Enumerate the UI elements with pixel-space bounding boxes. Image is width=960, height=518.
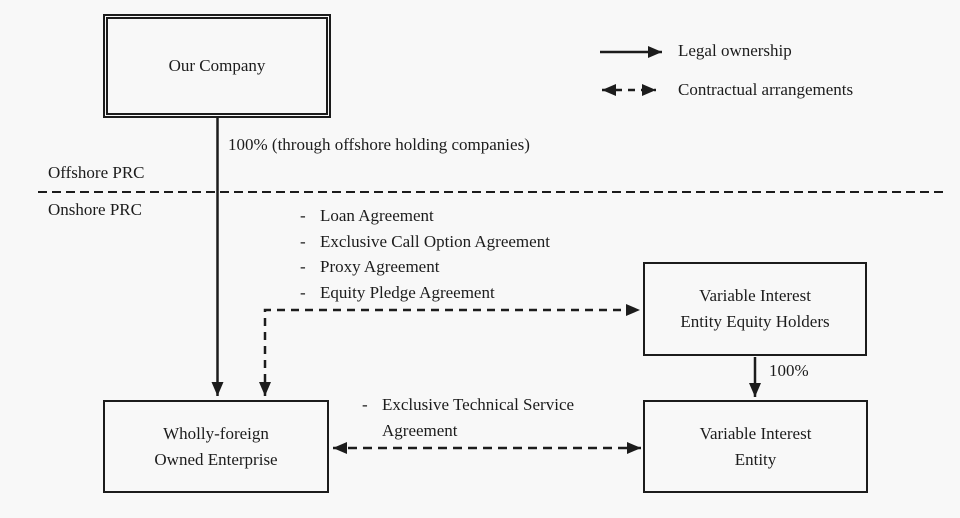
offshore-prc-label: Offshore PRC xyxy=(48,163,145,182)
offshore-ownership-percentage-label: 100% (through offshore holding companies… xyxy=(228,135,530,154)
legend-contractual-arrangements-label: Contractual arrangements xyxy=(678,80,854,99)
vie-ownership-percentage-label: 100% xyxy=(769,361,809,380)
agreement-item: - Exclusive Call Option Agreement xyxy=(300,229,550,255)
agreement-item-label: Exclusive Call Option Agreement xyxy=(320,231,550,251)
bullet-dash: - xyxy=(300,282,306,302)
agreement-item-label: Equity Pledge Agreement xyxy=(320,282,495,302)
legend-legal-ownership-label: Legal ownership xyxy=(678,41,792,60)
agreement-item-label: Loan Agreement xyxy=(320,206,434,225)
agreement-item: - Proxy Agreement xyxy=(300,254,550,280)
node-vie-equity-holders-label: Variable Interest Entity Equity Holders xyxy=(680,286,830,331)
bullet-dash: - xyxy=(362,395,368,414)
agreement-item: - Loan Agreement xyxy=(300,203,550,229)
node-vie-equity-holders: Variable Interest Entity Equity Holders xyxy=(643,262,867,356)
node-our-company: Our Company xyxy=(103,14,331,118)
node-wfoe: Wholly-foreign Owned Enterprise xyxy=(103,400,329,493)
agreement-item-label: Proxy Agreement xyxy=(320,257,440,276)
node-vie-label: Variable Interest Entity xyxy=(699,423,812,469)
bullet-dash: - xyxy=(300,206,306,225)
bullet-dash: - xyxy=(300,231,306,251)
contractual-arrangements-connector-wfoe-vieeh xyxy=(259,304,640,396)
bullet-dash: - xyxy=(300,257,306,276)
contractual-agreements-list: - Loan Agreement - Exclusive Call Option… xyxy=(300,203,550,305)
service-agreement-item: - Exclusive Technical Service Agreement xyxy=(362,392,574,444)
node-vie: Variable Interest Entity xyxy=(643,400,868,493)
node-our-company-label: Our Company xyxy=(168,56,266,75)
service-agreement-label-group: - Exclusive Technical Service Agreement xyxy=(362,392,574,444)
onshore-prc-label: Onshore PRC xyxy=(48,200,142,219)
node-our-company-inner-border: Our Company xyxy=(106,17,328,115)
agreement-item: - Equity Pledge Agreement xyxy=(300,280,550,306)
node-wfoe-label: Wholly-foreign Owned Enterprise xyxy=(154,423,278,469)
service-agreement-label: Exclusive Technical Service Agreement xyxy=(382,395,575,440)
